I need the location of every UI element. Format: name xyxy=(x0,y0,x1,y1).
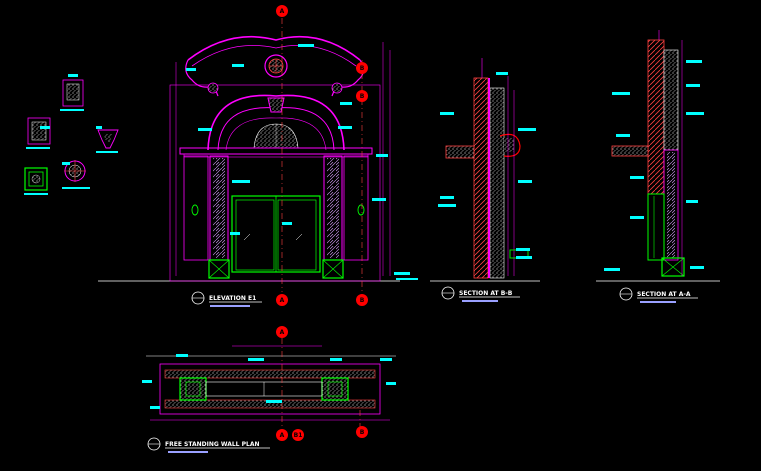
wall-plan-title: FREE STANDING WALL PLAN xyxy=(165,441,259,448)
grid-label-b: B xyxy=(360,429,365,436)
elevation-grid-bubble-b-top: B xyxy=(356,62,368,74)
section-bb-title-block: SECTION AT B-B xyxy=(441,286,520,302)
section-bb-title: SECTION AT B-B xyxy=(459,290,513,297)
detail-bracket xyxy=(96,126,119,153)
wall-plan-drawing xyxy=(142,338,396,428)
section-aa-title: SECTION AT A-A xyxy=(637,291,691,298)
wall-plan-title-block: FREE STANDING WALL PLAN xyxy=(147,437,270,453)
elevation-title: ELEVATION E1 xyxy=(209,295,256,302)
section-bb-drawing xyxy=(430,58,540,282)
section-aa-drawing xyxy=(596,30,720,282)
grid-label-b: B xyxy=(360,65,365,72)
elevation-grid-bubble-b-bottom: B xyxy=(356,294,368,306)
elevation-grid-bubble-b-mid: B xyxy=(356,90,368,102)
section-aa-title-block: SECTION AT A-A xyxy=(619,287,698,303)
grid-label-a: A xyxy=(280,297,285,304)
grid-label-b1: B1 xyxy=(294,432,303,439)
elevation-grid-bubble-a-bottom: A xyxy=(276,294,288,306)
detail-panel-left xyxy=(26,117,51,149)
detail-rosette-top xyxy=(60,74,84,111)
grid-label-b: B xyxy=(360,297,365,304)
elevation-grid-bubble-a-top: A xyxy=(276,5,288,17)
detail-symbols-group xyxy=(24,74,119,195)
plan-grid-bubble-b1: B1 xyxy=(292,429,304,441)
detail-square-tile xyxy=(24,167,48,195)
grid-label-b: B xyxy=(360,93,365,100)
elevation-title-block: ELEVATION E1 xyxy=(191,291,262,307)
plan-grid-bubble-a-bottom: A xyxy=(276,429,288,441)
detail-medallion xyxy=(62,160,90,189)
elevation-e1-drawing xyxy=(98,18,418,292)
plan-grid-bubble-b: B xyxy=(356,426,368,438)
grid-label-a: A xyxy=(280,432,285,439)
plan-grid-bubble-a-top: A xyxy=(276,326,288,338)
grid-label-a: A xyxy=(280,8,285,15)
grid-label-a: A xyxy=(280,329,285,336)
